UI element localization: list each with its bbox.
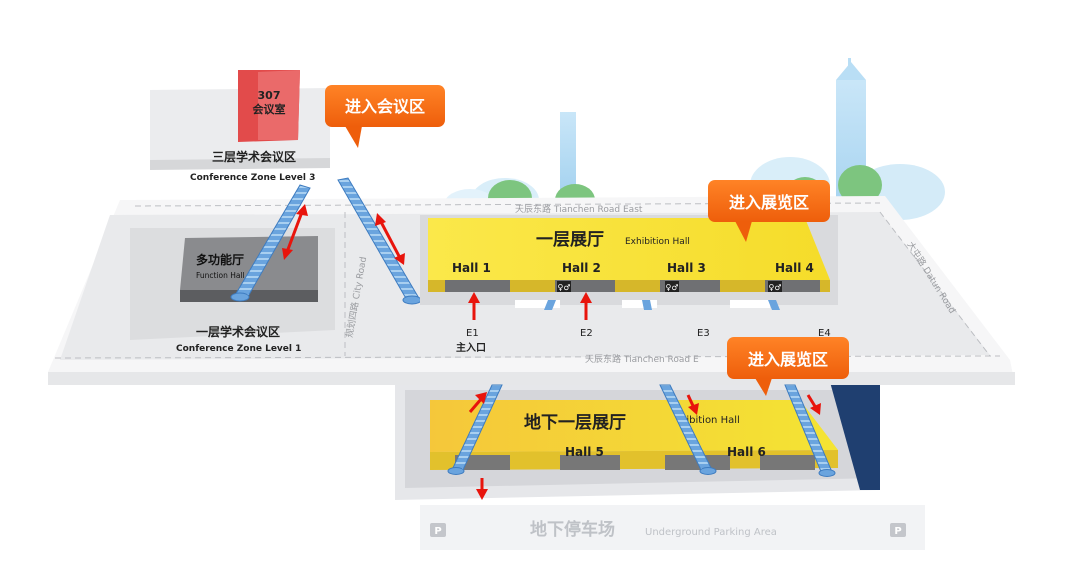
svg-text:♀♂: ♀♂: [665, 283, 678, 292]
restroom-icon: [557, 281, 571, 292]
exhibition-title-en: Exhibition Hall: [625, 237, 690, 247]
exhibition-title-cn: 一层展厅: [536, 230, 604, 250]
escalator-to-level3[interactable]: [230, 177, 422, 305]
parking-icon: P: [894, 526, 901, 537]
function-hall-cn[interactable]: 多功能厅: [196, 252, 244, 267]
hall-2-label[interactable]: Hall 2: [562, 261, 601, 275]
red-arrow-icon: [468, 392, 487, 413]
basement-title-cn: 地下一层展厅: [524, 412, 626, 433]
parking-level: P P 地下停车场 Underground Parking Area: [420, 505, 925, 550]
parking-icon: P: [434, 526, 441, 537]
entrance-e3[interactable]: E3: [697, 328, 710, 339]
restroom-icon: [768, 281, 782, 292]
red-arrow-icon: [282, 204, 308, 260]
conference-level3: 307 会议室 三层学术会议区 Conference Zone Level 3: [150, 70, 330, 183]
blue-wall: [830, 382, 880, 490]
callout-enter-exhibition-top[interactable]: 进入展览区: [708, 180, 830, 242]
entrance-e4[interactable]: E4: [818, 328, 831, 339]
svg-text:♀♂: ♀♂: [768, 283, 781, 292]
callout-exhibition-bottom-text[interactable]: 进入展览区: [748, 350, 828, 369]
level3-zone-cn[interactable]: 三层学术会议区: [212, 149, 296, 164]
hall-5-label[interactable]: Hall 5: [565, 445, 604, 459]
level1-zone-en: Conference Zone Level 1: [176, 344, 301, 354]
callout-conference-text[interactable]: 进入会议区: [345, 97, 425, 116]
level3-zone-en: Conference Zone Level 3: [190, 173, 315, 183]
hall-1-label[interactable]: Hall 1: [452, 261, 491, 275]
parking-label-en: Underground Parking Area: [645, 527, 777, 538]
red-arrow-icon: [580, 292, 592, 320]
exhibition-level1: 一层展厅 Exhibition Hall Hall 1 Hall 2 Hall …: [420, 215, 838, 310]
meeting-room-number[interactable]: 307: [258, 89, 281, 102]
entrance-e1[interactable]: E1: [466, 328, 479, 339]
hall-4-label[interactable]: Hall 4: [775, 261, 814, 275]
restroom-icon: [665, 281, 679, 292]
hall-6-label[interactable]: Hall 6: [727, 445, 766, 459]
callout-enter-conference[interactable]: 进入会议区: [325, 85, 445, 148]
hall-3-label[interactable]: Hall 3: [667, 261, 706, 275]
red-arrow-icon: [468, 292, 480, 320]
callout-enter-exhibition-bottom[interactable]: 进入展览区: [727, 337, 849, 396]
direction-arrows: [282, 204, 821, 500]
meeting-room-label[interactable]: 会议室: [253, 102, 286, 116]
red-arrow-icon: [686, 394, 699, 415]
level1-zone-cn[interactable]: 一层学术会议区: [196, 324, 280, 339]
entrances: E1 主入口 E2 E3 E4: [456, 328, 831, 354]
parking-label-cn: 地下停车场: [530, 519, 615, 540]
red-arrow-icon: [375, 213, 405, 265]
function-hall-en: Function Hall: [196, 271, 245, 280]
red-arrow-icon: [476, 478, 488, 500]
road-top-label: 天辰东路 Tianchen Road East: [515, 203, 643, 215]
main-entrance-label[interactable]: 主入口: [456, 341, 486, 354]
svg-text:♀♂: ♀♂: [557, 283, 570, 292]
red-arrow-icon: [806, 394, 821, 415]
road-bottom-label: 天辰东路 Tianchen Road E: [585, 353, 699, 365]
escalator-to-basement[interactable]: [447, 384, 836, 477]
basement-title-en: hibition Hall: [680, 415, 740, 426]
callout-exhibition-top-text[interactable]: 进入展览区: [729, 193, 809, 212]
basement-level: 地下一层展厅 hibition Hall Hall 5 Hall 6: [395, 382, 880, 500]
entrance-e2[interactable]: E2: [580, 328, 593, 339]
